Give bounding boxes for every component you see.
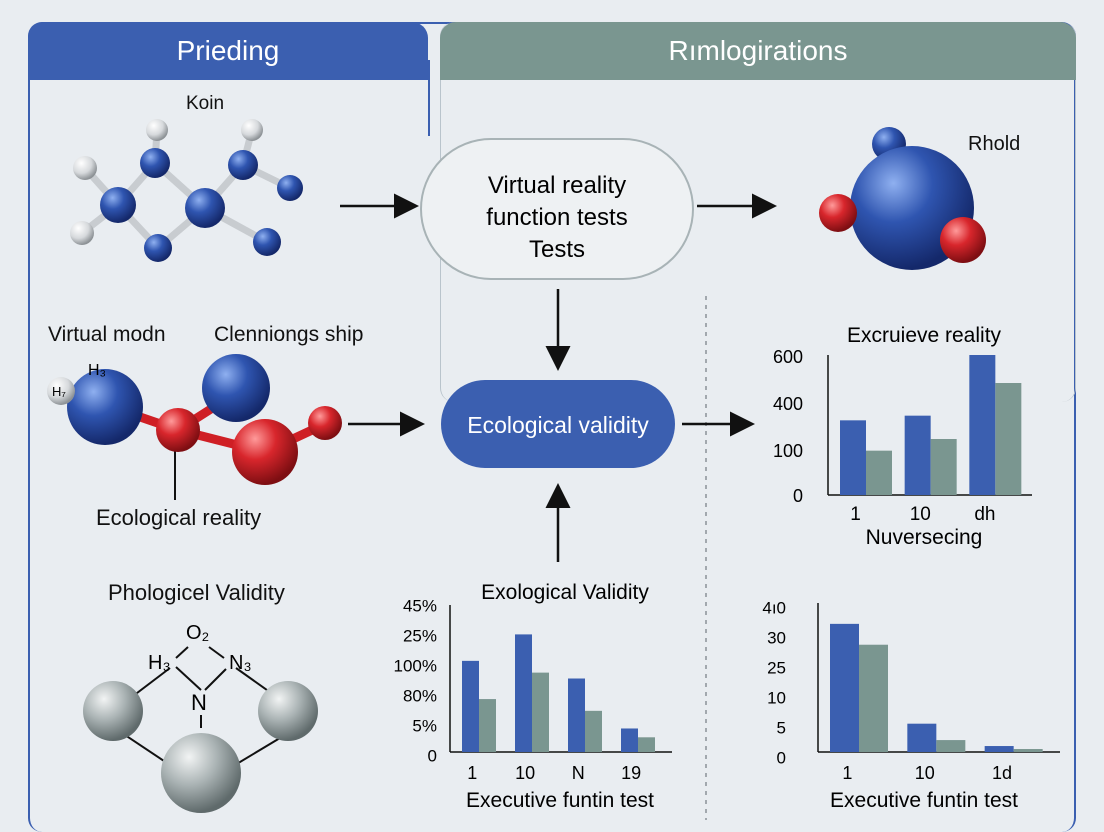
bar xyxy=(840,420,866,495)
flow-arrows xyxy=(340,193,777,562)
chart-executive-funtin: Executive funtin test 4ı0 30 25 10 5 0 1 10 1d xyxy=(762,598,1060,812)
vr-tests-node: Virtual reality function tests Tests xyxy=(420,138,694,280)
vr-tests-line-2: function tests xyxy=(486,204,627,231)
x-tick-label: 10 xyxy=(515,763,535,783)
y-tick-label: 400 xyxy=(773,394,803,414)
molecule-phological xyxy=(83,646,318,813)
header-left: Prieding xyxy=(28,22,428,80)
bar xyxy=(621,728,638,752)
y-tick-label: 45% xyxy=(403,596,437,615)
vr-tests-line-1: Virtual reality xyxy=(488,172,626,199)
bar xyxy=(479,699,496,752)
bar xyxy=(984,746,1014,752)
bar xyxy=(936,740,966,752)
y-tick-label: 10 xyxy=(767,688,786,707)
x-tick-label: 1 xyxy=(850,504,861,525)
bar xyxy=(995,383,1022,495)
y-tick-label: 80% xyxy=(403,686,437,705)
h3-top-label: H₃ xyxy=(88,362,106,379)
molecule-koin xyxy=(70,119,303,262)
header-right: Rımlogirations xyxy=(440,22,1076,80)
header-left-title: Prieding xyxy=(176,35,280,66)
bar xyxy=(638,737,655,752)
y-tick-label: 100 xyxy=(773,441,803,461)
bar xyxy=(585,710,602,752)
x-tick-label: 1d xyxy=(992,763,1012,783)
left-divider xyxy=(428,60,430,136)
bar xyxy=(532,672,549,752)
chart-title: Excruieve reality xyxy=(847,324,1002,347)
x-tick-label: 10 xyxy=(915,763,935,783)
bar xyxy=(515,634,532,752)
bar xyxy=(1013,749,1043,752)
bar xyxy=(462,660,479,752)
y-tick-label: 600 xyxy=(773,347,803,367)
bar xyxy=(969,355,996,495)
x-tick-label: N xyxy=(572,763,585,783)
y-tick-label: 4ı0 xyxy=(762,598,786,617)
chart-title: Exological Validity xyxy=(481,581,649,604)
h2-top-label: H₇ xyxy=(52,384,66,399)
x-tick-label: 19 xyxy=(621,763,641,783)
y-tick-label: 100% xyxy=(394,656,437,675)
bar xyxy=(930,439,957,495)
bar xyxy=(904,415,931,495)
n-label: N xyxy=(191,690,207,715)
y-tick-label: 30 xyxy=(767,628,786,647)
virtual-mod-label: Virtual modn xyxy=(48,323,166,346)
x-tick-label: 1 xyxy=(467,763,477,783)
molecule-virtual xyxy=(47,354,342,500)
phological-validity-label: Phologicel Validity xyxy=(108,580,285,605)
y-tick-label: 0 xyxy=(428,746,437,765)
rhold-label: Rhold xyxy=(968,133,1021,155)
x-axis-label: Executive funtin test xyxy=(830,789,1018,812)
y-tick-label: 5% xyxy=(412,716,437,735)
y-tick-label: 25% xyxy=(403,626,437,645)
ecological-validity-node: Ecological validity xyxy=(441,380,675,468)
x-axis-label: Nuversecing xyxy=(866,526,983,549)
x-tick-label: 10 xyxy=(910,504,931,525)
ecological-reality-label: Ecological reality xyxy=(96,505,262,530)
y-tick-label: 0 xyxy=(793,486,803,506)
bar xyxy=(830,623,859,752)
y-tick-label: 0 xyxy=(777,748,786,767)
bar xyxy=(907,723,937,752)
h3-bottom-label: H₃ xyxy=(148,652,171,674)
molecule-rhold xyxy=(819,127,986,270)
o2-label: O₂ xyxy=(186,622,209,644)
y-tick-label: 25 xyxy=(767,658,786,677)
x-axis-label: Executive funtin test xyxy=(466,789,654,812)
bar xyxy=(859,644,888,752)
vr-tests-line-3: Tests xyxy=(529,236,585,263)
ecological-validity-text: Ecological validity xyxy=(467,412,649,438)
x-tick-label: 1 xyxy=(842,763,852,783)
koin-label: Koin xyxy=(186,93,225,114)
bar xyxy=(568,678,585,752)
n3-label: N₃ xyxy=(229,652,252,674)
y-tick-label: 5 xyxy=(777,718,786,737)
header-right-title: Rımlogirations xyxy=(668,35,848,66)
bar xyxy=(866,450,892,495)
clenningship-label: Clenniongs ship xyxy=(214,323,364,346)
x-tick-label: dh xyxy=(974,504,995,525)
